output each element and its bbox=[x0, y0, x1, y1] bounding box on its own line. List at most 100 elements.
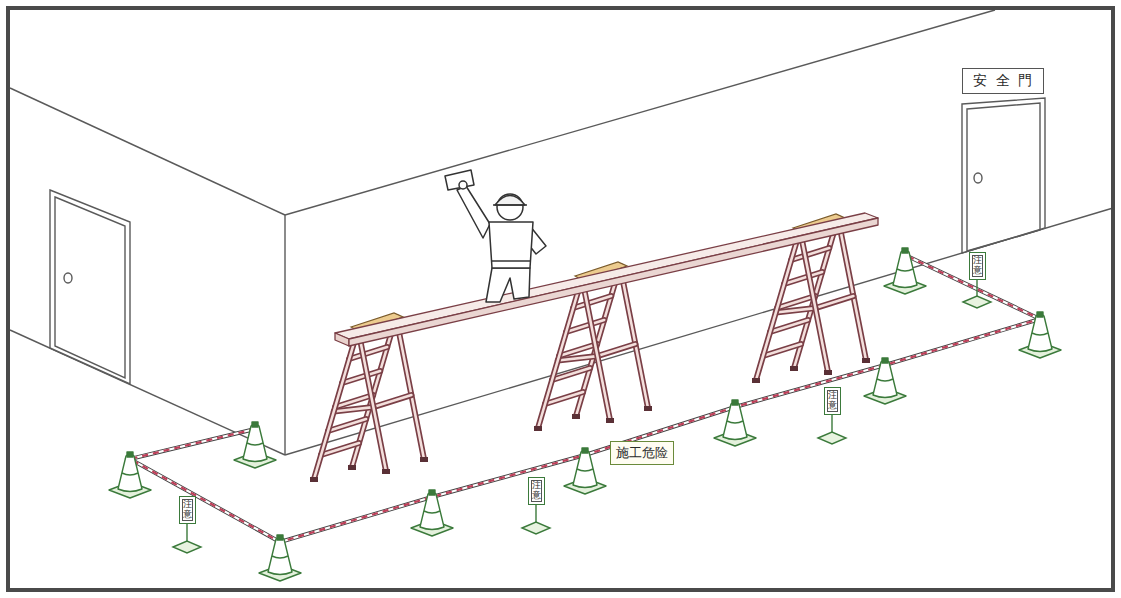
ladder-foot bbox=[382, 469, 390, 474]
ladder-rail-inner bbox=[756, 230, 800, 380]
ladder-rail-inner bbox=[358, 329, 386, 471]
sign-base bbox=[522, 522, 550, 534]
worker-belt bbox=[492, 260, 530, 262]
barrier-tape bbox=[130, 255, 1040, 542]
ladder-rail-inner bbox=[838, 218, 866, 360]
traffic-cone bbox=[259, 535, 301, 581]
ladder-rail bbox=[756, 230, 800, 380]
traffic-cone bbox=[1019, 312, 1061, 358]
ladder-rail-inner bbox=[558, 356, 598, 360]
warning-sign: 注意 bbox=[528, 477, 545, 505]
worker-hand bbox=[459, 181, 467, 189]
wall-edge bbox=[285, 10, 995, 215]
cloth bbox=[445, 170, 474, 190]
ladder-foot bbox=[348, 465, 356, 470]
cone-band bbox=[897, 269, 913, 271]
ladder-rail bbox=[334, 407, 374, 411]
tape-edge bbox=[130, 255, 1040, 542]
danger-sign: 施工危险 bbox=[610, 441, 674, 465]
cone-top bbox=[1037, 312, 1043, 317]
sign-text: 注意 bbox=[532, 481, 541, 501]
ladder-rail bbox=[800, 230, 828, 372]
plank-side bbox=[349, 218, 878, 346]
helmet-brim bbox=[493, 204, 527, 206]
warning-sign: 注意 bbox=[179, 496, 196, 524]
traffic-cone bbox=[564, 448, 606, 494]
ladder-rail bbox=[776, 308, 816, 312]
ladder-rail-inner bbox=[800, 230, 828, 372]
door-frame bbox=[55, 197, 125, 378]
ladder-rail-inner bbox=[314, 329, 358, 479]
ladder-rail-inner bbox=[582, 278, 610, 420]
sign-text: 注意 bbox=[183, 500, 192, 520]
right-door bbox=[962, 98, 1045, 253]
worker-arm bbox=[457, 186, 490, 238]
door-frame bbox=[967, 103, 1040, 251]
sign-stands bbox=[173, 280, 991, 553]
ladder-foot bbox=[310, 477, 318, 482]
ladder-rail bbox=[620, 266, 648, 408]
helmet bbox=[495, 196, 525, 206]
worker bbox=[445, 170, 546, 302]
worker-legs bbox=[486, 268, 530, 302]
plank-top bbox=[335, 213, 878, 339]
sign-text: 安全門 bbox=[973, 72, 1040, 90]
cone-body bbox=[723, 402, 747, 440]
cone-body bbox=[573, 450, 597, 488]
cone-top bbox=[732, 400, 738, 405]
left-door bbox=[50, 190, 130, 384]
sign-text: 注意 bbox=[973, 256, 982, 276]
traffic-cone bbox=[714, 400, 756, 446]
plank-end bbox=[335, 333, 349, 346]
ladder-rail-inner bbox=[396, 317, 424, 459]
cone-top bbox=[252, 422, 258, 427]
ladder-rail bbox=[582, 278, 610, 420]
ladder-rail-inner bbox=[597, 344, 635, 356]
traffic-cone bbox=[411, 490, 453, 536]
cone-top bbox=[277, 535, 283, 540]
ladder-rail-inner bbox=[620, 266, 648, 408]
cone-band bbox=[877, 379, 893, 381]
ladder-rail bbox=[815, 296, 853, 308]
cone-body bbox=[873, 360, 897, 398]
ladder-foot bbox=[420, 457, 428, 462]
cone-band bbox=[247, 443, 263, 445]
door-sign: 安全門 bbox=[962, 68, 1043, 94]
cone-top bbox=[902, 248, 908, 253]
cone-top bbox=[429, 490, 435, 495]
ladder-rail-inner bbox=[776, 308, 816, 312]
cone-band bbox=[577, 469, 593, 471]
ladder-foot bbox=[824, 370, 832, 375]
cone-band bbox=[122, 473, 138, 475]
sign-base bbox=[963, 296, 991, 308]
cone-top bbox=[882, 358, 888, 363]
cone-body bbox=[420, 492, 444, 530]
ladder-rail bbox=[558, 356, 598, 360]
sign-base bbox=[173, 541, 201, 553]
ladder-rail-inner bbox=[815, 296, 853, 308]
ladders bbox=[310, 214, 870, 482]
ladder-foot bbox=[606, 418, 614, 423]
traffic-cone bbox=[864, 358, 906, 404]
tape-core bbox=[130, 255, 1040, 542]
plank bbox=[335, 213, 878, 346]
cone-band bbox=[424, 511, 440, 513]
ladder-foot bbox=[752, 378, 760, 383]
tape-stripes bbox=[130, 255, 1040, 542]
cone-body bbox=[1028, 314, 1052, 352]
ladder-rail bbox=[838, 218, 866, 360]
traffic-cone bbox=[234, 422, 276, 468]
cone-body bbox=[118, 454, 142, 492]
door-knob bbox=[974, 173, 982, 183]
cone-band bbox=[727, 421, 743, 423]
ladder-foot bbox=[862, 358, 870, 363]
ladder-foot bbox=[572, 414, 580, 419]
cone-body bbox=[243, 424, 267, 462]
ladder-foot bbox=[790, 366, 798, 371]
sign-text: 注意 bbox=[828, 391, 837, 411]
cone-band bbox=[1032, 333, 1048, 335]
ladder-rail-inner bbox=[334, 407, 374, 411]
cone-band bbox=[272, 556, 288, 558]
